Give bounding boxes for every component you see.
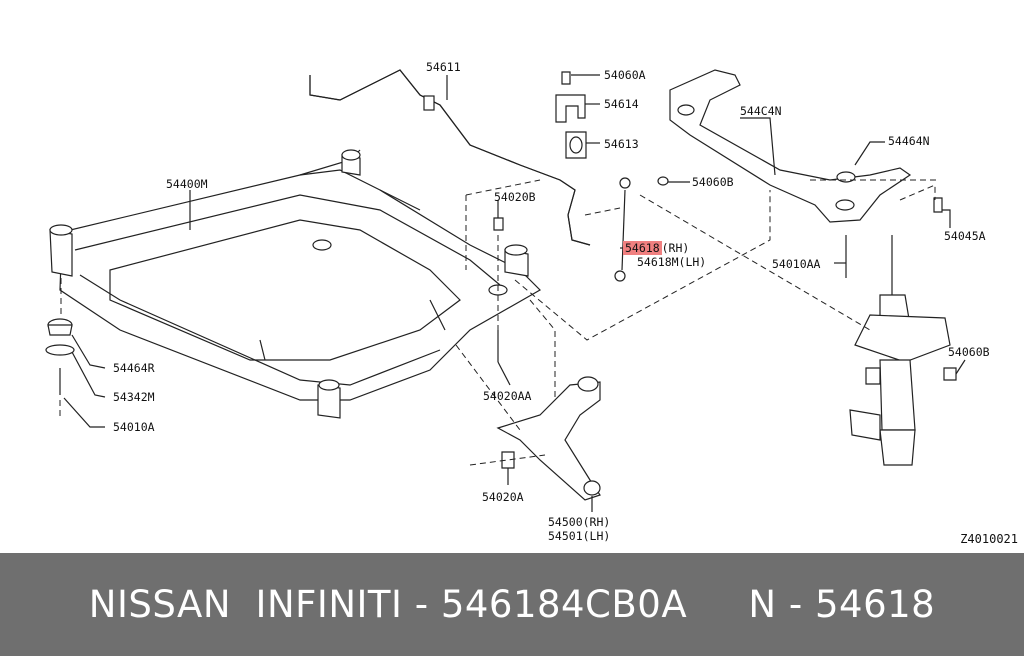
stabilizer-link-drawing xyxy=(614,176,669,282)
part-number-text: NISSAN INFINITI - 546184CB0A N - 54618 xyxy=(88,583,936,626)
label-54464r: 54464R xyxy=(113,361,155,375)
label-54060a: 54060A xyxy=(604,68,646,82)
label-54060b-top: 54060B xyxy=(692,175,734,189)
highlighted-part-number: 54618 xyxy=(623,241,662,255)
label-54618-side: (RH) xyxy=(661,241,690,255)
label-54501-lh: 54501(LH) xyxy=(548,529,611,543)
label-54020a: 54020A xyxy=(482,490,524,504)
mount-drawing xyxy=(45,217,504,395)
label-54618-rh: 54618(RH) xyxy=(623,241,690,255)
diagram-id: Z4010021 xyxy=(960,532,1018,546)
label-54010aa: 54010AA xyxy=(772,257,821,271)
label-54020aa: 54020AA xyxy=(483,389,532,403)
parts-diagram: 54611 54060A 54614 54613 544C4N 54464N 5… xyxy=(45,60,1018,546)
label-54060b-right: 54060B xyxy=(948,345,990,359)
lower-arm-drawing xyxy=(496,376,601,501)
label-54400m: 54400M xyxy=(166,177,208,191)
label-54613: 54613 xyxy=(604,137,639,151)
leader-lines xyxy=(63,74,966,512)
label-54464n: 54464N xyxy=(888,134,930,148)
part-number-banner: NISSAN INFINITI - 546184CB0A N - 54618 xyxy=(0,553,1024,656)
strut-drawing xyxy=(849,235,957,466)
bushing-drawing xyxy=(555,71,587,159)
label-54342m: 54342M xyxy=(113,390,155,404)
subframe-drawing xyxy=(49,149,541,419)
exploded-view-drawing xyxy=(45,69,966,512)
stabilizer-bar-drawing xyxy=(309,69,591,246)
label-544c4n: 544C4N xyxy=(740,104,782,118)
label-54045a: 54045A xyxy=(944,229,986,243)
label-54020b: 54020B xyxy=(494,190,536,204)
label-54010a: 54010A xyxy=(113,420,155,434)
guide-lines xyxy=(59,179,940,466)
label-54500-rh: 54500(RH) xyxy=(548,515,611,529)
member-drawing xyxy=(669,69,943,278)
label-54611: 54611 xyxy=(426,60,461,74)
label-54618m-lh: 54618M(LH) xyxy=(637,255,707,269)
label-54614: 54614 xyxy=(604,97,639,111)
